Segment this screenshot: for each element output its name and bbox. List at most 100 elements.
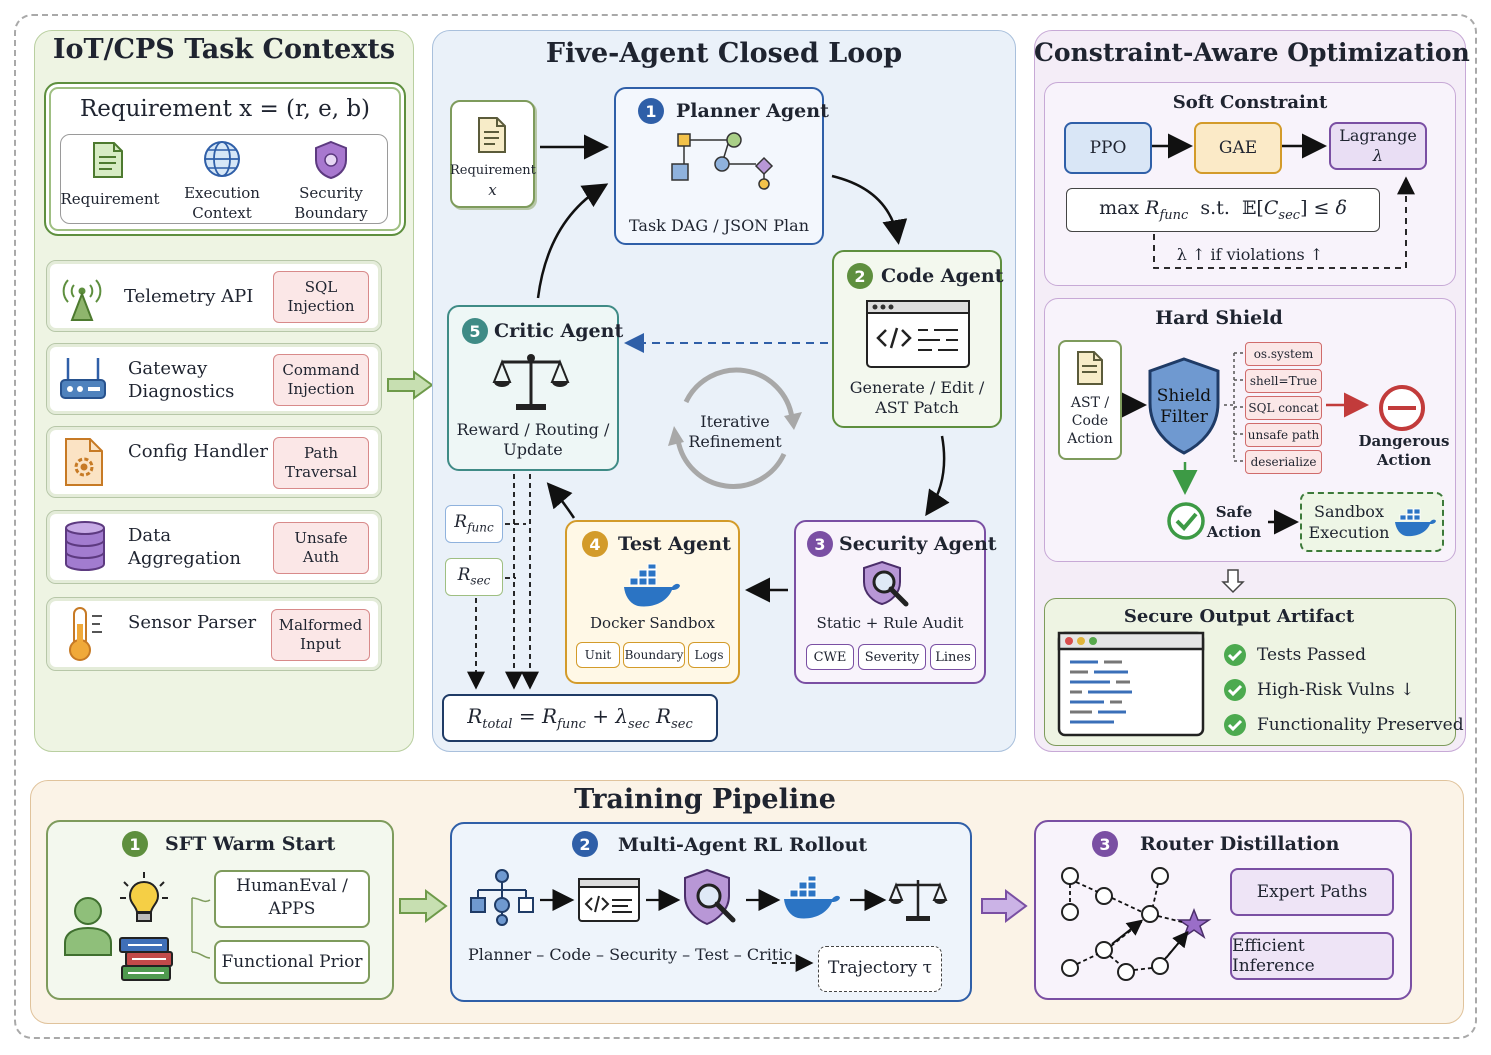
pattern-tag: os.system bbox=[1245, 342, 1322, 366]
critic-agent-title: Critic Agent bbox=[494, 320, 624, 342]
humaneval-box bbox=[214, 870, 370, 928]
ast-action-label: Code bbox=[1071, 413, 1109, 429]
task-label: Config Handler bbox=[128, 441, 269, 462]
training-pipeline-title: Training Pipeline bbox=[574, 784, 836, 815]
thermometer-icon bbox=[69, 607, 102, 661]
lagrange-label: Lagrange bbox=[1339, 126, 1417, 145]
pattern-tag: SQL concat bbox=[1245, 396, 1322, 420]
docker-icon bbox=[1395, 508, 1436, 537]
pattern-tag: unsafe path bbox=[1245, 423, 1322, 447]
output-item: Tests Passed bbox=[1257, 645, 1366, 665]
ast-action-label: Action bbox=[1067, 431, 1113, 447]
security-agent-title: Security Agent bbox=[839, 533, 997, 555]
rl-rollout-stage-title: Multi-Agent RL Rollout bbox=[618, 834, 868, 856]
task-label: Gateway Diagnostics bbox=[128, 358, 235, 402]
functional-prior-label: Functional Prior bbox=[221, 952, 363, 972]
shield-filter-icon bbox=[1148, 357, 1220, 455]
lines-chip: Lines bbox=[930, 644, 976, 670]
humaneval-label: APPS bbox=[268, 899, 316, 919]
planner-agent-caption: Task DAG / JSON Plan bbox=[629, 216, 809, 235]
step-badge: 3 bbox=[1092, 831, 1118, 857]
severity-chip: Severity bbox=[858, 644, 926, 670]
lagrange-box bbox=[1329, 122, 1427, 170]
requirement-input-label: Requirement bbox=[450, 163, 536, 178]
dangerous-action-label: Action bbox=[1376, 451, 1432, 469]
risk-tag: SQL Injection bbox=[273, 271, 369, 323]
functional-prior-box bbox=[214, 940, 370, 984]
dangerous-action-label: Dangerous bbox=[1358, 432, 1450, 450]
task-label: Telemetry API bbox=[124, 286, 254, 307]
check-icon bbox=[1224, 644, 1246, 666]
r-sec-label: Rsec bbox=[457, 565, 491, 588]
database-icon bbox=[65, 521, 105, 571]
test-agent-title: Test Agent bbox=[618, 533, 731, 555]
gae-box: GAE bbox=[1194, 122, 1282, 174]
pattern-tag: shell=True bbox=[1245, 369, 1322, 393]
outer-frame bbox=[14, 14, 1477, 1039]
r-sec-box bbox=[445, 558, 503, 596]
task-dag-icon bbox=[671, 132, 774, 190]
critic-agent-caption: Reward / Routing / bbox=[456, 420, 610, 439]
risk-tag: Malformed Input bbox=[271, 609, 370, 661]
code-agent-title: Code Agent bbox=[881, 265, 1004, 287]
pattern-tag: deserialize bbox=[1245, 450, 1322, 474]
planner-agent-title: Planner Agent bbox=[676, 100, 829, 122]
safe-action-label: Safe bbox=[1215, 503, 1253, 521]
output-item: High-Risk Vulns ↓ bbox=[1257, 680, 1415, 700]
step-badge: 1 bbox=[122, 831, 148, 857]
expert-paths-box: Expert Paths bbox=[1230, 868, 1394, 916]
optimization-title: Constraint-Aware Optimization bbox=[1034, 38, 1470, 67]
security-agent-caption: Static + Rule Audit bbox=[816, 614, 964, 632]
globe-icon bbox=[204, 141, 240, 177]
shield-filter-label: Filter bbox=[1160, 407, 1208, 427]
trajectory-label: Trajectory τ bbox=[827, 958, 933, 978]
step-badge: 5 bbox=[462, 318, 488, 344]
r-func-box bbox=[445, 505, 503, 543]
lambda-update-label: λ ↑ if violations ↑ bbox=[1176, 245, 1324, 264]
sandbox-label: Sandbox bbox=[1314, 502, 1384, 521]
task-label: Sensor Parser bbox=[128, 612, 257, 633]
test-agent-caption: Docker Sandbox bbox=[590, 614, 715, 632]
boundary-chip: Boundary bbox=[623, 642, 685, 668]
security-scan-icon bbox=[684, 868, 736, 926]
sft-stage-title: SFT Warm Start bbox=[165, 833, 336, 855]
code-agent-caption: Generate / Edit / bbox=[849, 378, 985, 397]
refinement-label: Refinement bbox=[688, 432, 782, 451]
risk-tag: Unsafe Auth bbox=[273, 522, 369, 574]
docker-icon bbox=[784, 875, 840, 919]
books-icon bbox=[119, 937, 173, 981]
r-total-formula: Rtotal = Rfunc + λsec Rsec bbox=[467, 704, 693, 732]
output-item: Functionality Preserved bbox=[1257, 715, 1464, 735]
code-editor-icon bbox=[578, 878, 640, 922]
document-icon bbox=[93, 142, 123, 178]
critic-agent-caption: Update bbox=[503, 440, 563, 459]
step-badge: 3 bbox=[807, 531, 833, 557]
code-agent-caption: AST Patch bbox=[875, 398, 959, 417]
antenna-icon bbox=[62, 279, 102, 321]
r-func-label: Rfunc bbox=[454, 512, 494, 535]
requirement-item-label: Requirement bbox=[60, 190, 160, 208]
router-distillation-title: Router Distillation bbox=[1140, 833, 1340, 855]
requirement-input-var: x bbox=[488, 181, 497, 199]
unit-chip: Unit bbox=[576, 642, 620, 668]
task-contexts-title: IoT/CPS Task Contexts bbox=[52, 34, 396, 65]
check-icon bbox=[1224, 714, 1246, 736]
document-icon bbox=[1077, 351, 1103, 385]
step-badge: 2 bbox=[847, 263, 873, 289]
objective-formula: max Rfunc s.t. 𝔼[Csec] ≤ δ bbox=[1099, 197, 1347, 223]
safe-action-label: Action bbox=[1206, 523, 1262, 541]
shield-icon bbox=[315, 140, 347, 180]
check-icon bbox=[1224, 679, 1246, 701]
risk-tag: Command Injection bbox=[273, 354, 369, 406]
r-total-box bbox=[442, 694, 718, 742]
lightbulb-icon bbox=[120, 872, 168, 922]
docker-icon bbox=[624, 563, 680, 607]
soft-constraint-box bbox=[1044, 82, 1456, 286]
objective-box bbox=[1066, 188, 1380, 232]
code-editor-icon bbox=[866, 300, 970, 368]
soft-constraint-title: Soft Constraint bbox=[1172, 92, 1328, 113]
